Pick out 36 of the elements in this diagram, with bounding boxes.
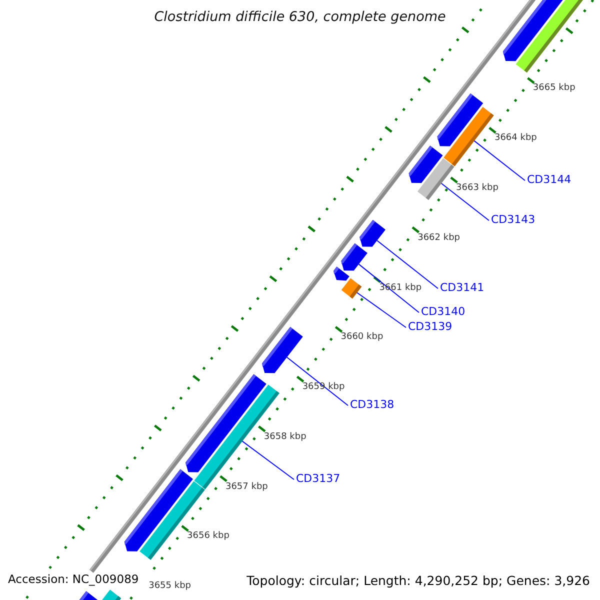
gene-label: CD3141 (440, 281, 484, 294)
gene-label: CD3144 (527, 173, 572, 186)
tick-label: 3658 kbp (264, 432, 306, 442)
leader-line (356, 292, 406, 328)
gene-label: CD3140 (421, 305, 466, 318)
tick-label: 3657 kbp (225, 482, 268, 492)
gene-feature (417, 158, 454, 200)
tick-label: 3665 kbp (532, 83, 576, 94)
gene-label: CD3137 (296, 472, 340, 485)
tick-label: 3660 kbp (340, 332, 384, 342)
gene-feature (444, 106, 494, 166)
gene-feature (360, 220, 386, 247)
gene-label: CD3138 (350, 398, 394, 411)
tick-label: 3664 kbp (494, 133, 537, 144)
leader-line (376, 240, 438, 289)
title: Clostridium difficile 630, complete genome (153, 9, 447, 25)
gene-feature (333, 266, 350, 281)
leader-line (358, 264, 420, 313)
gene-feature (102, 590, 122, 600)
tick-label: 3659 kbp (302, 382, 345, 392)
gene-feature (516, 0, 583, 73)
accession-text: Accession: NC_009089 (8, 572, 139, 586)
gene-feature (341, 243, 368, 271)
leader-line (286, 356, 348, 406)
gene-feature (262, 326, 303, 374)
tick-label: 3656 kbp (187, 531, 230, 542)
gene-label: CD3139 (408, 320, 452, 333)
gene-feature (79, 591, 98, 600)
leader-line (440, 182, 490, 221)
leader-line (474, 140, 526, 181)
genome-info-text: Topology: circular; Length: 4,290,252 bp; Genes: 3,926 (246, 572, 591, 589)
tick-label: 3655 kbp (148, 581, 192, 592)
gene-label: CD3143 (491, 213, 536, 226)
tick-label: 3662 kbp (418, 232, 460, 243)
tick-label: 3663 kbp (456, 183, 498, 194)
gene-feature (341, 278, 362, 299)
